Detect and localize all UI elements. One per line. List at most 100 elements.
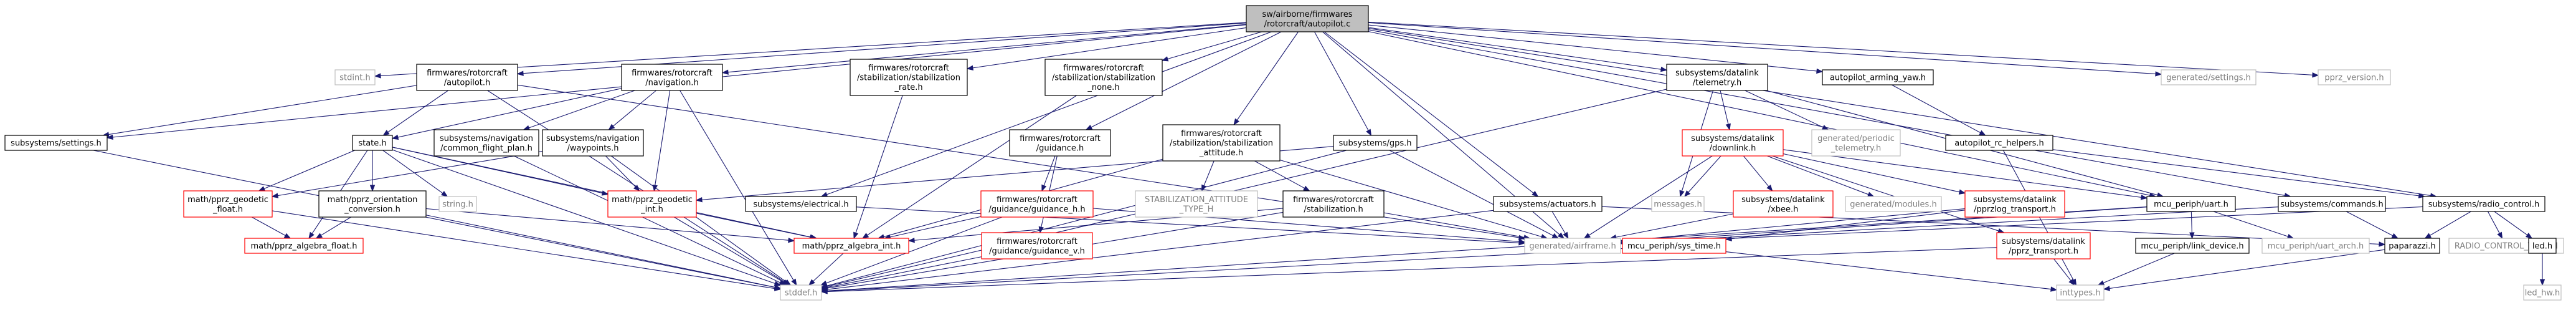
edge-line: [425, 208, 789, 241]
node-paparazzi[interactable]: paparazzi.h: [2384, 238, 2440, 254]
edge-sd_downlink-to-sd_pprzlog_transport: [1783, 153, 1966, 195]
edge-line: [1167, 31, 1262, 60]
node-label: firmwares/rotorcraft: [997, 237, 1077, 246]
node-box: [1333, 135, 1418, 151]
edge-subsystems_actuators-to-generated_airframe: [1551, 211, 1569, 240]
node-autopilot_rc_helpers[interactable]: autopilot_rc_helpers.h: [1945, 135, 2053, 151]
node-fr_guidance[interactable]: firmwares/rotorcraft/guidance.h: [1009, 129, 1111, 157]
node-label: _telemetry.h: [1830, 143, 1882, 153]
node-label: generated/periodic: [1817, 134, 1895, 143]
node-box: [1845, 196, 1942, 212]
arrowhead: [308, 231, 315, 240]
node-sd_pprz_transport[interactable]: subsystems/datalink/pprz_transport.h: [1996, 232, 2091, 259]
node-subsystems_settings[interactable]: subsystems/settings.h: [4, 135, 108, 151]
edge-line: [2494, 211, 2528, 236]
edge-subsystems_settings-to-stddef: [93, 150, 782, 290]
node-mcu_periph_uart[interactable]: mcu_periph/uart.h: [2146, 196, 2236, 212]
arrowhead: [1563, 231, 1569, 240]
node-math_geodetic_int[interactable]: math/pprz_geodetic_int.h: [607, 190, 697, 218]
edge-line: [1314, 31, 1369, 131]
node-label: messages.h: [1654, 200, 1702, 210]
node-mcu_periph_sys_time[interactable]: mcu_periph/sys_time.h: [1622, 238, 1726, 254]
arrowhead: [2068, 278, 2075, 286]
node-label: subsystems/actuators.h: [1499, 200, 1596, 210]
node-box: [1009, 129, 1111, 157]
node-root[interactable]: sw/airborne/firmwares/rotorcraft/autopil…: [1246, 5, 1369, 32]
edge-sn_waypoints-to-stddef: [610, 155, 792, 286]
node-fr_stab_rate[interactable]: firmwares/rotorcraft/stabilization/stabi…: [850, 59, 968, 96]
edge-fr_guidance-to-fr_guidance_h: [1041, 155, 1056, 192]
edge-line: [2109, 249, 2385, 289]
node-autopilot_arming_yaw[interactable]: autopilot_arming_yaw.h: [1822, 69, 1934, 85]
edge-fr_stab_attitude-to-fr_stabilization: [1254, 160, 1310, 192]
node-fr_stab_attitude[interactable]: firmwares/rotorcraft/stabilization/stabi…: [1162, 124, 1281, 162]
node-math_geodetic_float[interactable]: math/pprz_geodetic_float.h: [183, 190, 273, 218]
node-sd_telemetry[interactable]: subsystems/datalink/telemetry.h: [1666, 64, 1768, 91]
edge-root-to-pprz_version: [1368, 21, 2319, 78]
node-subsystems_commands[interactable]: subsystems/commands.h: [2278, 196, 2386, 212]
node-sn_common_flight_plan[interactable]: subsystems/navigation/common_flight_plan…: [433, 129, 539, 157]
node-label: math/pprz_algebra_int.h: [802, 242, 901, 251]
node-label: firmwares/rotorcraft: [1293, 195, 1374, 205]
edge-subsystems_radio_control-to-radio_control_type: [2487, 211, 2503, 240]
edge-sd_downlink-to-generated_airframe: [1583, 155, 1713, 239]
node-box: [352, 135, 393, 151]
arrowhead: [1532, 190, 1539, 197]
edge-line: [727, 24, 1247, 73]
edge-root-to-subsystems_gps: [1314, 31, 1372, 137]
node-box: [780, 284, 822, 301]
arrowhead: [2525, 233, 2533, 239]
node-sn_waypoints[interactable]: subsystems/navigation/waypoints.h: [542, 129, 644, 157]
edge-root-to-subsystems_radio_control: [1368, 27, 2438, 198]
edge-line: [1725, 251, 2052, 290]
node-fr_guidance_v[interactable]: firmwares/rotorcraft/guidance/guidance_v…: [981, 232, 1093, 259]
edge-line: [1731, 210, 1966, 240]
node-fr_guidance_h[interactable]: firmwares/rotorcraft/guidance/guidance_h…: [980, 190, 1094, 218]
edge-math_geodetic_int-to-stddef: [674, 216, 789, 286]
node-subsystems_actuators[interactable]: subsystems/actuators.h: [1493, 196, 1603, 212]
node-fr_stab_none[interactable]: firmwares/rotorcraft/stabilization/stabi…: [1044, 59, 1163, 96]
node-state[interactable]: state.h: [352, 135, 393, 151]
node-label: /navigation.h: [645, 78, 698, 87]
node-subsystems_electrical[interactable]: subsystems/electrical.h: [745, 196, 857, 212]
node-box: [2528, 238, 2557, 254]
node-generated_periodic_telemetry: generated/periodic_telemetry.h: [1811, 129, 1901, 157]
node-box: [2161, 69, 2256, 85]
node-subsystems_radio_control[interactable]: subsystems/radio_control.h: [2422, 196, 2545, 212]
node-subsystems_gps[interactable]: subsystems/gps.h: [1333, 135, 1418, 151]
node-mcu_periph_link_device[interactable]: mcu_periph/link_device.h: [2135, 238, 2250, 254]
node-string: string.h: [438, 196, 477, 212]
arrowhead: [633, 185, 640, 192]
node-fr_autopilot[interactable]: firmwares/rotorcraft/autopilot.h: [416, 64, 518, 91]
arrowhead: [1161, 56, 1169, 62]
node-fr_navigation[interactable]: firmwares/rotorcraft/navigation.h: [621, 64, 723, 91]
arrowhead: [820, 289, 828, 294]
node-sd_downlink[interactable]: subsystems/datalink/downlink.h: [1682, 129, 1784, 157]
edge-subsystems_radio_control-to-paparazzi: [2424, 211, 2471, 239]
node-label: _int.h: [640, 205, 663, 214]
node-box: [1622, 238, 1726, 254]
arrowhead: [1551, 233, 1560, 239]
node-label: subsystems/datalink: [1973, 195, 2057, 205]
node-box: [1964, 190, 2065, 218]
edge-subsystems_commands-to-paparazzi: [2346, 211, 2399, 239]
node-label: /pprzlog_transport.h: [1974, 205, 2056, 214]
node-fr_stabilization[interactable]: firmwares/rotorcraft/stabilization.h: [1282, 190, 1385, 218]
node-sd_xbee[interactable]: subsystems/datalink/xbee.h: [1733, 190, 1834, 218]
edge-subsystems_radio_control-to-led: [2494, 211, 2533, 239]
node-math_orientation_conversion[interactable]: math/pprz_orientation_conversion.h: [318, 190, 427, 218]
node-box: [1135, 190, 1258, 218]
node-sd_pprzlog_transport[interactable]: subsystems/datalink/pprzlog_transport.h: [1964, 190, 2065, 218]
node-led[interactable]: led.h: [2528, 238, 2557, 254]
edge-line: [1551, 211, 1566, 234]
node-label: generated/airframe.h: [1529, 242, 1616, 251]
node-box: [2384, 238, 2440, 254]
node-box: [1682, 129, 1784, 157]
edge-line: [1720, 90, 1729, 125]
node-math_algebra_float[interactable]: math/pprz_algebra_float.h: [244, 238, 364, 254]
edge-line: [1601, 206, 2380, 245]
node-box: [318, 190, 427, 218]
arrowhead: [1979, 130, 1986, 136]
node-math_algebra_int[interactable]: math/pprz_algebra_int.h: [793, 238, 909, 254]
